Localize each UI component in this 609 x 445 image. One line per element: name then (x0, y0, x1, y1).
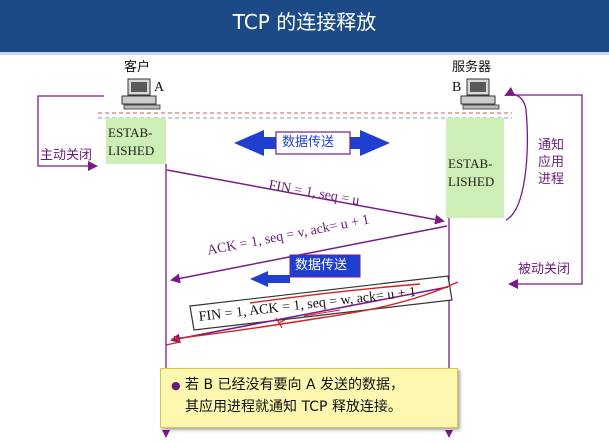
server-letter: B (452, 80, 462, 95)
active-close-loop (37, 95, 104, 171)
data-transfer-label-box-2 (289, 254, 361, 278)
notify-app-label-3: 进程 (538, 172, 565, 187)
client-timeline-arrow (162, 430, 170, 438)
fin-arrow (166, 169, 445, 225)
server-state-box (446, 118, 504, 218)
client-computer-icon (121, 78, 161, 110)
explanation-note: ● 若 B 已经没有要向 A 发送的数据， 其应用进程就通知 TCP 释放连接。 (160, 368, 458, 428)
header-underline (0, 52, 609, 55)
red-annotation-marks (165, 281, 459, 346)
client-state-box (106, 118, 166, 164)
server-state-line2: LISHED (448, 174, 495, 189)
client-state-line1: ESTAB- (108, 125, 153, 140)
note-bullet-icon: ● (171, 379, 181, 392)
data-transfer-arrow-left (250, 271, 290, 287)
ack-arrow (170, 225, 448, 284)
notify-app-loop (504, 86, 529, 221)
note-line-1: 若 B 已经没有要向 A 发送的数据， (185, 377, 404, 393)
header-bar (0, 0, 609, 52)
server-state-line1: ESTAB- (448, 156, 493, 171)
page-title: TCP 的连接释放 (232, 10, 377, 34)
server-name: 服务器 (452, 60, 492, 75)
server-computer-icon (460, 78, 500, 110)
server-timeline-arrow (445, 430, 453, 438)
fin-ack-arrow (170, 286, 449, 344)
client-state-line2: LISHED (108, 143, 155, 158)
data-transfer-label: 数据传送 (282, 135, 335, 150)
notify-app-label-2: 应用 (538, 155, 565, 170)
tcp-release-diagram (37, 78, 583, 438)
notify-app-label-1: 通知 (538, 138, 565, 153)
passive-close-label: 被动关闭 (518, 262, 571, 277)
client-letter: A (154, 80, 165, 95)
data-transfer-label-box (275, 131, 351, 155)
fin-ack-segment-box (189, 275, 453, 331)
note-line-2: 其应用进程就通知 TCP 释放连接。 (185, 399, 402, 415)
active-close-label: 主动关闭 (40, 148, 93, 163)
data-transfer-label-2: 数据传送 (295, 258, 348, 273)
client-name: 客户 (124, 60, 151, 75)
passive-close-loop (506, 94, 583, 289)
